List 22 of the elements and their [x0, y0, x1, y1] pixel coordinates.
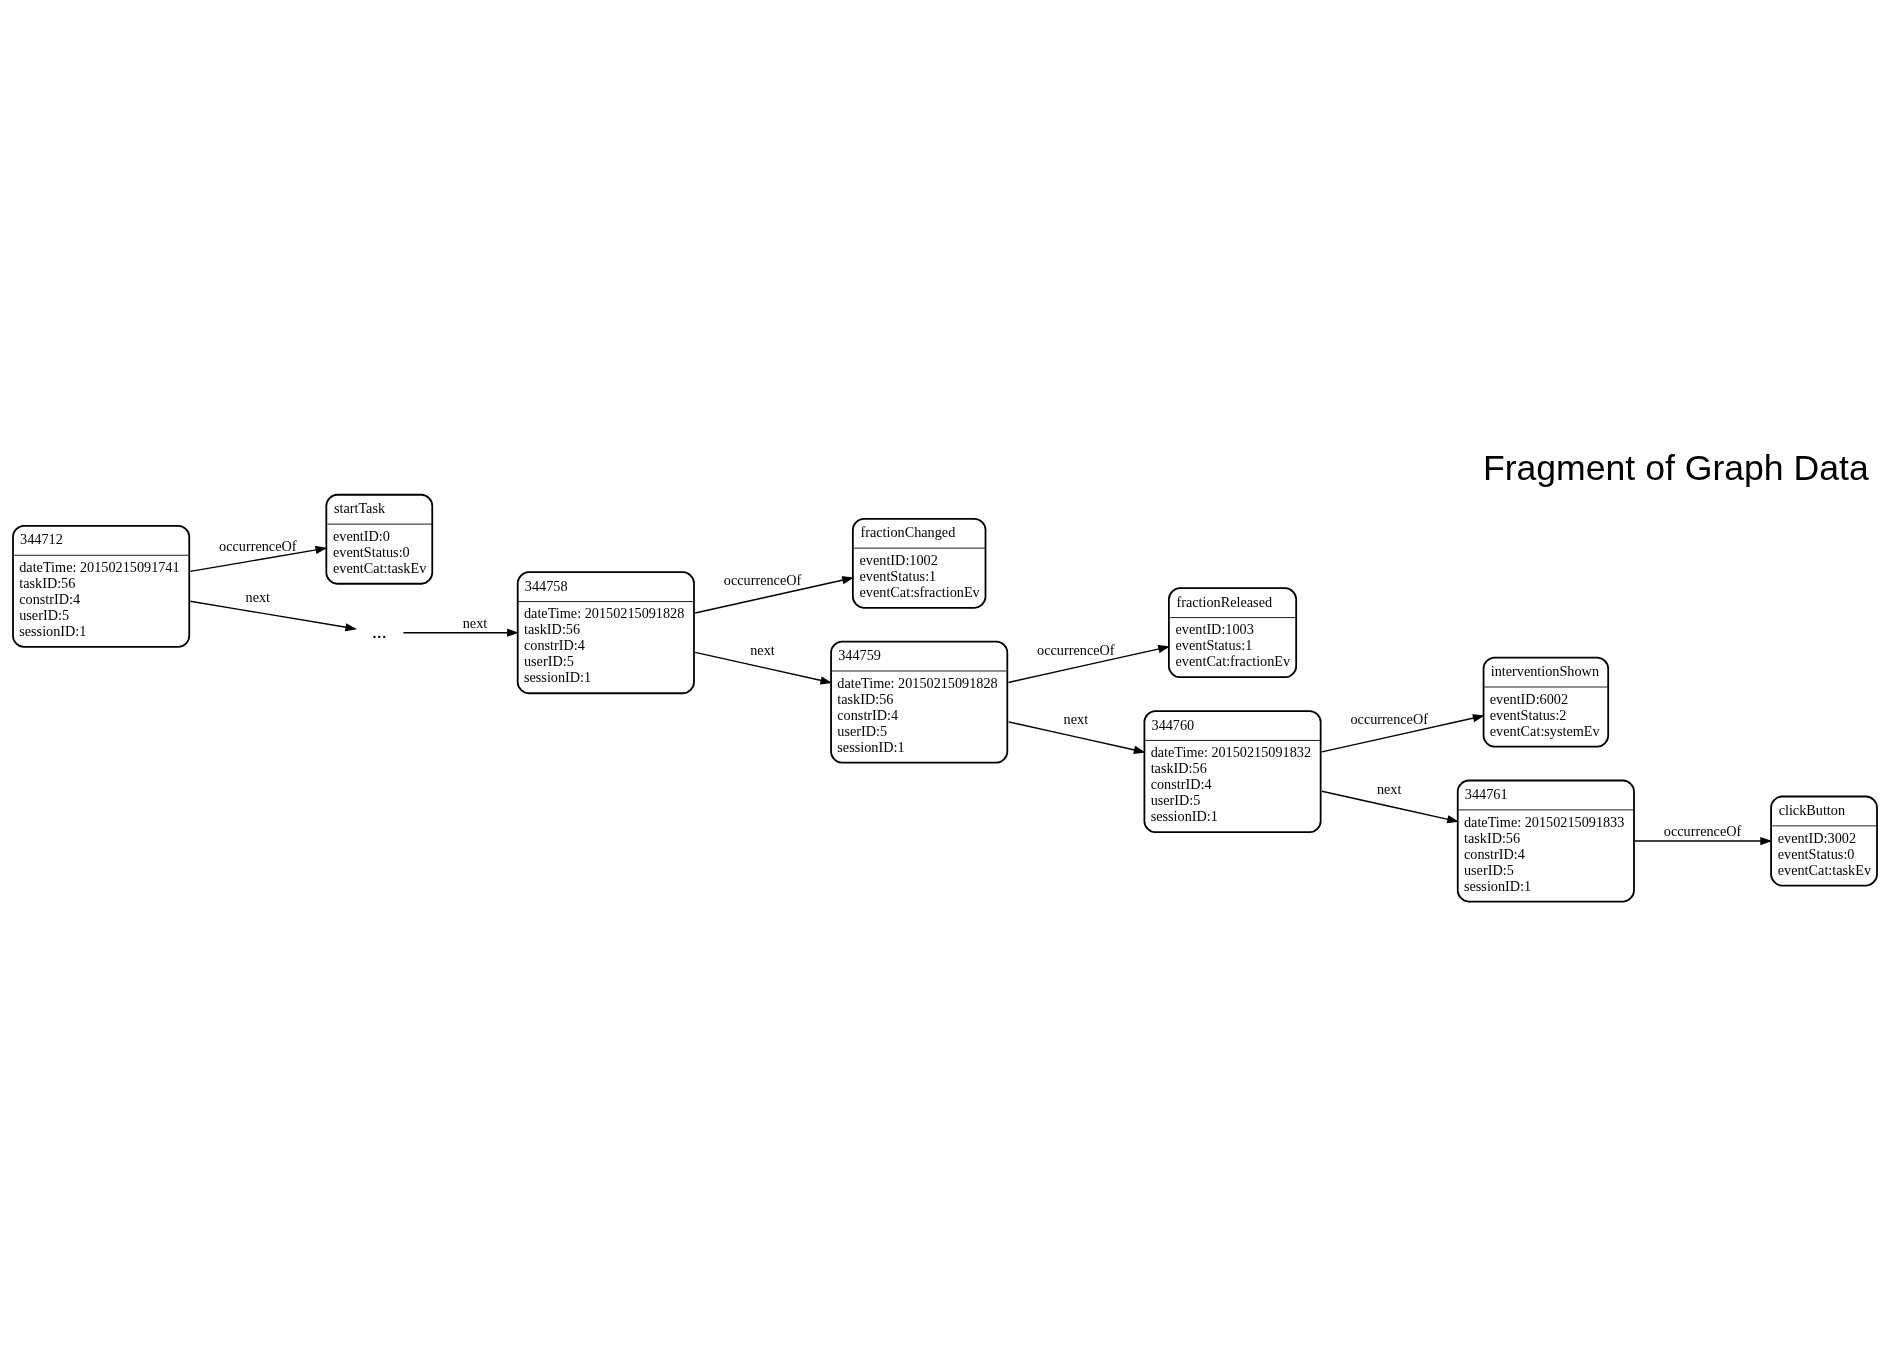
edge-label: next	[1063, 710, 1089, 727]
edge-label: next	[245, 588, 271, 605]
arrow	[1321, 790, 1459, 823]
arrow	[694, 575, 855, 614]
arrow	[1321, 713, 1485, 753]
edge-label: occurrenceOf	[1037, 641, 1115, 658]
edge-label: occurrenceOf	[723, 571, 802, 588]
edge-label: occurrenceOf	[219, 537, 297, 554]
arrow	[694, 651, 833, 684]
arrow	[189, 600, 358, 631]
edge-label: occurrenceOf	[1663, 822, 1742, 839]
node-text: ...	[371, 620, 387, 642]
arrow	[402, 628, 519, 637]
arrow	[1007, 720, 1146, 754]
edge-label: next	[462, 614, 488, 631]
diagram-title: Fragment of Graph Data	[1482, 447, 1869, 488]
edge-label: next	[1376, 780, 1402, 797]
edge-label: next	[750, 641, 775, 658]
arrow	[1007, 644, 1171, 683]
arrow	[189, 545, 328, 572]
edge-label: occurrenceOf	[1350, 710, 1428, 727]
arrow	[1634, 836, 1773, 845]
